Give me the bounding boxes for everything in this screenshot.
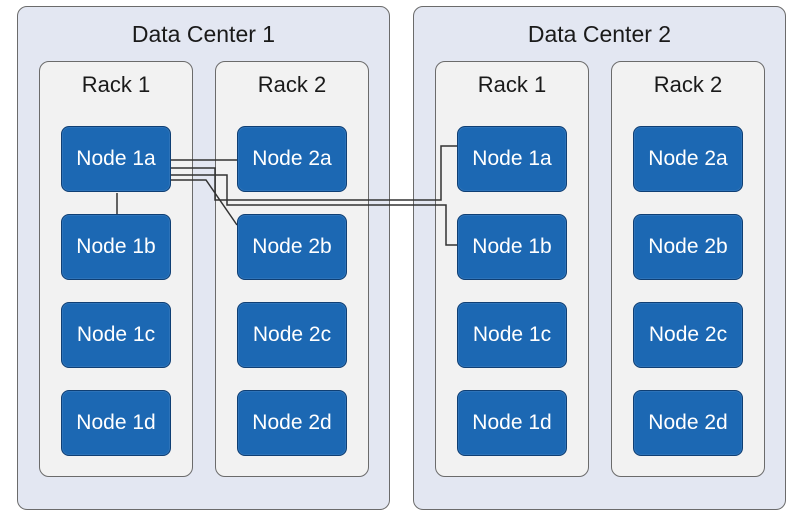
dc2-rack-2-title: Rack 2 bbox=[653, 72, 723, 97]
data-center-1-title: Data Center 1 bbox=[131, 21, 276, 47]
dc1-rack-1-title: Rack 1 bbox=[81, 72, 151, 97]
dc2-rack-1-title: Rack 1 bbox=[477, 72, 547, 97]
node-dc1-1d[interactable]: Node 1d bbox=[61, 390, 171, 456]
node-dc1-2b[interactable]: Node 2b bbox=[237, 214, 347, 280]
dc1-rack-2-title: Rack 2 bbox=[257, 72, 327, 97]
node-dc1-2a[interactable]: Node 2a bbox=[237, 126, 347, 192]
node-dc2-1c[interactable]: Node 1c bbox=[457, 302, 567, 368]
node-dc2-2a[interactable]: Node 2a bbox=[633, 126, 743, 192]
node-dc2-2c[interactable]: Node 2c bbox=[633, 302, 743, 368]
node-dc1-1c[interactable]: Node 1c bbox=[61, 302, 171, 368]
node-dc2-2d[interactable]: Node 2d bbox=[633, 390, 743, 456]
node-dc2-1b[interactable]: Node 1b bbox=[457, 214, 567, 280]
node-dc1-1a[interactable]: Node 1a bbox=[61, 126, 171, 192]
data-center-2-title: Data Center 2 bbox=[527, 21, 672, 47]
node-dc1-2c[interactable]: Node 2c bbox=[237, 302, 347, 368]
node-dc1-1b[interactable]: Node 1b bbox=[61, 214, 171, 280]
node-dc1-2d[interactable]: Node 2d bbox=[237, 390, 347, 456]
node-dc2-2b[interactable]: Node 2b bbox=[633, 214, 743, 280]
node-dc2-1a[interactable]: Node 1a bbox=[457, 126, 567, 192]
node-dc2-1d[interactable]: Node 1d bbox=[457, 390, 567, 456]
